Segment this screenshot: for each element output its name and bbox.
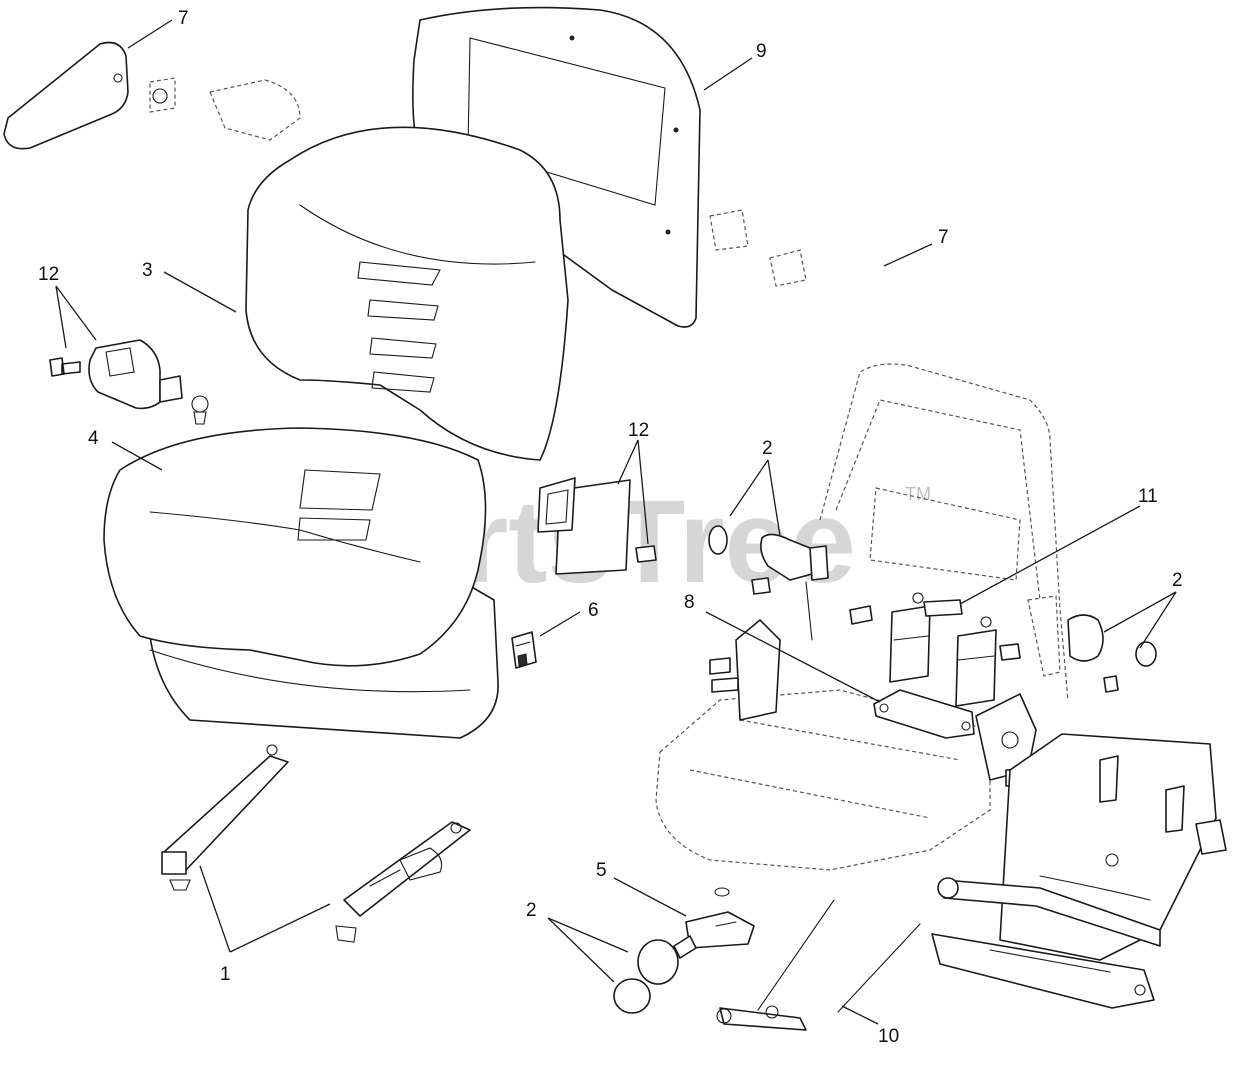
callout-5: 5 bbox=[596, 860, 607, 881]
knob-adjuster-upper[interactable] bbox=[708, 525, 1157, 677]
adjuster-lever[interactable] bbox=[685, 887, 755, 949]
seat-back-cushion[interactable] bbox=[191, 126, 569, 461]
callout-4: 4 bbox=[88, 428, 99, 449]
suspension-shocks[interactable] bbox=[889, 592, 997, 707]
callout-9: 9 bbox=[756, 41, 767, 62]
callout-7-left: 7 bbox=[178, 8, 189, 29]
callout-11: 11 bbox=[1138, 486, 1158, 507]
callout-10: 10 bbox=[878, 1026, 899, 1047]
watermark-trademark: TM bbox=[905, 484, 931, 504]
seat-slide-rails[interactable] bbox=[161, 744, 471, 943]
callout-6: 6 bbox=[588, 600, 599, 621]
release-cables[interactable] bbox=[716, 899, 921, 1031]
callout-7-right: 7 bbox=[938, 227, 949, 248]
callout-8: 8 bbox=[684, 592, 695, 613]
seat-switch[interactable] bbox=[511, 631, 537, 669]
suspension-base-assembly[interactable] bbox=[931, 733, 1227, 1009]
callout-12-right: 12 bbox=[628, 420, 649, 441]
seat-belt-buckle-right[interactable] bbox=[537, 477, 657, 575]
callout-1: 1 bbox=[220, 964, 231, 985]
callout-3: 3 bbox=[142, 260, 153, 281]
callout-12-left: 12 bbox=[38, 264, 59, 285]
shock-bracket[interactable] bbox=[873, 689, 975, 739]
callout-2-lower: 2 bbox=[526, 900, 537, 921]
callout-2-upper-left: 2 bbox=[762, 438, 773, 459]
leader-lines bbox=[55, 19, 1177, 1025]
callout-labels: 7 9 7 3 12 4 12 2 11 2 6 8 5 2 1 10 bbox=[38, 8, 1183, 1047]
seat-cushion[interactable] bbox=[103, 427, 499, 739]
armrest-left[interactable] bbox=[3, 41, 301, 150]
knob-adjuster-lower[interactable] bbox=[613, 935, 697, 1014]
seat-belt-buckle-left[interactable] bbox=[49, 339, 183, 410]
callout-2-upper-right: 2 bbox=[1172, 570, 1183, 591]
